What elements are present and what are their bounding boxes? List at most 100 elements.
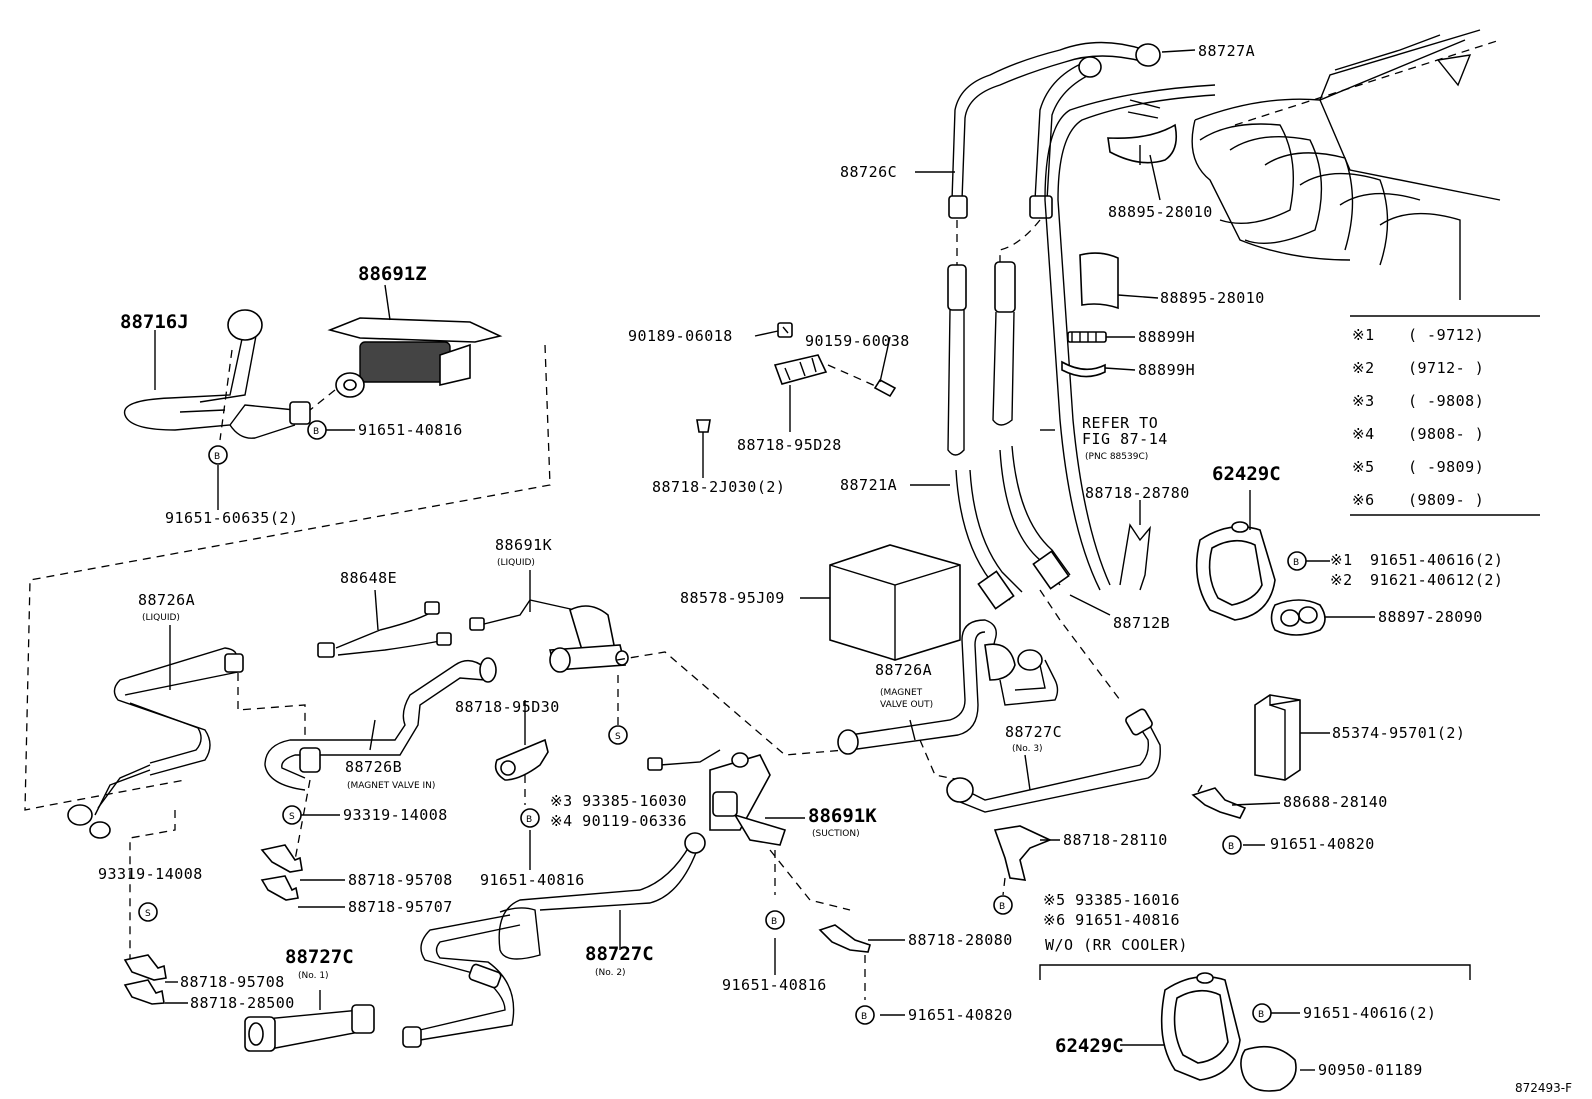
box-88578-95J09 [829,544,961,661]
svg-text:B: B [999,902,1005,912]
label-91651-40820-b: 91651-40820 [908,1006,1013,1024]
legend-mark-1: ※1 [1330,551,1353,569]
label-91651-60635: 91651-60635(2) [165,509,298,527]
svg-text:S: S [289,812,295,822]
label-93385-16030: ※3 93385-16030 [550,792,687,810]
bolt-callout-1: B [307,420,327,440]
label-90950: 90950-01189 [1318,1061,1423,1079]
label-88718-28080: 88718-28080 [908,931,1013,949]
label-88727A: 88727A [1198,42,1255,60]
clip-90189 [777,322,793,338]
legend-range: ( -9712) [1408,326,1484,344]
label-93385-16016: ※5 93385-16016 [1043,891,1180,909]
svg-text:B: B [526,815,532,825]
label-88718-95708-a: 88718-95708 [348,871,453,889]
clamp-88899H [1061,331,1107,378]
label-88648E: 88648E [340,569,397,587]
clip-88718-28110 [993,825,1053,881]
label-91651-40616-a: 91651-40616(2) [1370,551,1503,569]
screw-callout-1: S [608,725,628,745]
legend-mark: ※5 [1352,458,1375,476]
label-88726C: 88726C [840,163,897,181]
engine-outline [1191,29,1501,300]
bolt-callout-8: B [855,1005,875,1025]
clip-88718-95D30 [494,738,549,781]
bracket-88718-95D28 [773,354,828,385]
label-88899H-b: 88899H [1138,361,1195,379]
label-88721A: 88721A [840,476,897,494]
bolt-callout-7: B [765,910,785,930]
legend-mark: ※3 [1352,392,1375,410]
label-88691Z: 88691Z [358,263,427,285]
label-88718-95D28: 88718-95D28 [737,436,842,454]
legend-mark-2: ※2 [1330,571,1353,589]
label-90189: 90189-06018 [628,327,733,345]
label-88718-95708-b: 88718-95708 [180,973,285,991]
legend-range: (9712- ) [1408,359,1484,377]
bolt-callout-9: B [1252,1003,1272,1023]
label-wo-rr-cooler: W/O (RR COOLER) [1045,936,1188,954]
figure-id: 872493-F [1515,1081,1572,1095]
label-88726A-left: 88726A [138,591,195,609]
grommet-62429C-b [1160,972,1241,1081]
screw-callout-2: S [282,805,302,825]
label-88578: 88578-95J09 [680,589,785,607]
label-88716J: 88716J [120,311,189,333]
svg-text:B: B [1258,1010,1264,1020]
rr-cooler-bracket [1039,964,1471,980]
part-labels: 88727A 88726C 88895-28010 88895-28010 88… [98,42,1572,1095]
bolt-callout-5: B [520,808,540,828]
label-88727C-no1-sub: (No. 1) [298,971,329,981]
bolt-callout-4: B [1222,835,1242,855]
legend-mark: ※1 [1352,326,1375,344]
label-88726A-mid-sub1: (MAGNET [880,688,923,698]
label-88688: 88688-28140 [1283,793,1388,811]
label-88895-b: 88895-28010 [1160,289,1265,307]
clamp-88718-95707 [260,875,299,901]
svg-text:B: B [1293,558,1299,568]
pipe-88726A-liquid [67,647,244,839]
label-91651-40816-c: ※6 91651-40816 [1043,911,1180,929]
label-88726A-mid: 88726A [875,661,932,679]
label-88691K-suction-sub: (SUCTION) [812,829,860,839]
label-88897: 88897-28090 [1378,608,1483,626]
label-93319-b: 93319-14008 [98,865,203,883]
wire-clip-28780 [1119,523,1151,591]
harness-88648E [317,601,452,658]
svg-text:B: B [771,917,777,927]
svg-text:S: S [145,909,151,919]
legend-mark: ※2 [1352,359,1375,377]
legend: ※1 ( -9712) ※2 (9712- ) ※3 ( -9808) ※4 (… [1352,326,1484,509]
label-88712B: 88712B [1113,614,1170,632]
pipe-88727C-no3 [946,708,1161,813]
label-88691K-suction: 88691K [808,805,877,827]
label-88727C-no3: 88727C [1005,723,1062,741]
hose-refer [1044,84,1216,591]
pipe-88727C-no1 [244,1004,375,1052]
group-boundary [24,344,551,811]
bolt-callout-6: B [993,895,1013,915]
label-88726B-sub: (MAGNET VALVE IN) [347,781,435,791]
clamp-88718-95708-a [260,844,303,873]
svg-text:B: B [1228,842,1234,852]
label-88691K-liquid: 88691K [495,536,552,554]
label-refer-1: REFER TO [1082,414,1158,432]
clip-88718-2J030 [696,419,711,445]
svg-text:B: B [214,452,220,462]
label-91651-40816-b: 91651-40816 [480,871,585,889]
legend-mark: ※6 [1352,491,1375,509]
label-88726A-left-sub: (LIQUID) [142,613,180,623]
callout-circles: B B B B B B B B B S S S [138,420,1307,1025]
label-88718-28110: 88718-28110 [1063,831,1168,849]
label-88727C-no1: 88727C [285,946,354,968]
legend-range: (9809- ) [1408,491,1484,509]
pipe-88727C-no2 [402,832,706,1048]
grommet-62429C-a [1195,521,1276,621]
label-91651-40820-a: 91651-40820 [1270,835,1375,853]
pipe-88716J [123,309,311,439]
label-88895-a: 88895-28010 [1108,203,1213,221]
bracket-88688 [1191,784,1247,819]
label-91651-40816-d: 91651-40816 [722,976,827,994]
